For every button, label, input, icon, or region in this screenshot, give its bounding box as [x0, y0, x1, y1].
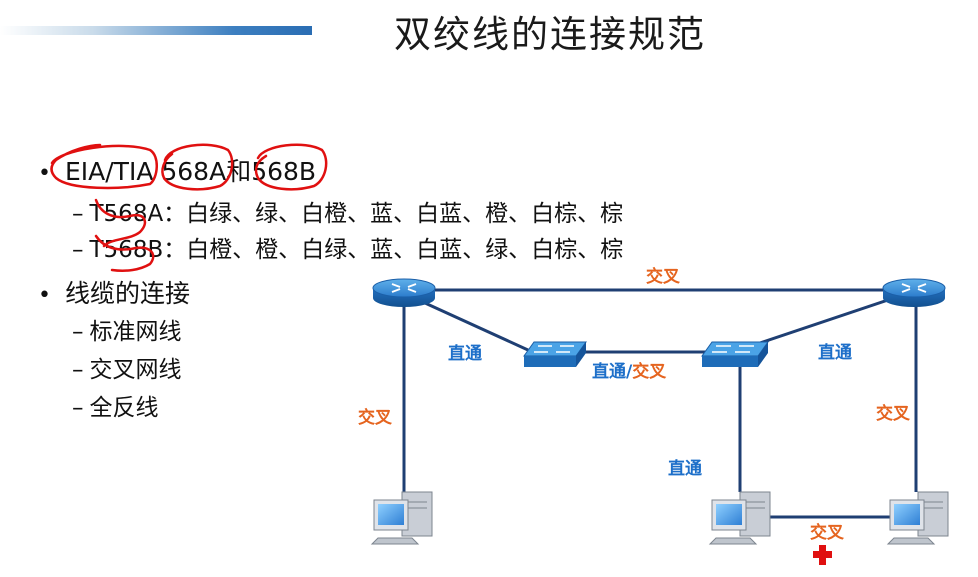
sub-item-crossover-cable: –交叉网线 — [72, 357, 182, 383]
sub-item-text: T568B：白橙、橙、白绿、蓝、白蓝、绿、白棕、棕 — [89, 237, 624, 263]
label-router-router: 交叉 — [646, 266, 681, 287]
sub-item-straight-cable: –标准网线 — [72, 319, 182, 345]
label-switch-pc: 直通 — [668, 458, 702, 479]
pc-icon — [886, 491, 949, 545]
sub-item-text: 全反线 — [89, 395, 159, 421]
slide-title: 双绞线的连接规范 — [394, 13, 706, 56]
link-router-left-switch — [424, 301, 529, 352]
bullet-text: 线缆的连接 — [64, 279, 190, 308]
pc-icon — [708, 491, 771, 545]
sub-item-text: 标准网线 — [89, 319, 182, 345]
sub-item-t568a: –T568A：白绿、绿、白橙、蓝、白蓝、橙、白棕、棕 — [72, 201, 624, 227]
label-switch-router: 直通 — [818, 342, 852, 363]
router-icon — [372, 278, 436, 307]
sub-item-text: T568A：白绿、绿、白橙、蓝、白蓝、橙、白棕、棕 — [89, 201, 624, 227]
bullet-dot-icon: • — [38, 283, 51, 308]
title-accent-bar — [0, 26, 312, 35]
label-pc-pc: 交叉 — [810, 522, 845, 543]
label-switch-switch: 直通/交叉 — [592, 361, 667, 382]
sub-item-rollover-cable: –全反线 — [72, 395, 159, 421]
bullet-item-cabling: • 线缆的连接 — [38, 274, 190, 310]
label-router-left-pc: 交叉 — [358, 407, 393, 428]
pc-icon — [370, 491, 433, 545]
label-router-right-pc: 交叉 — [876, 403, 911, 424]
link-switch-router-right — [759, 296, 895, 345]
link-lines — [402, 288, 918, 519]
sub-item-t568b: –T568B：白橙、橙、白绿、蓝、白蓝、绿、白棕、棕 — [72, 237, 624, 263]
label-router-switch: 直通 — [448, 343, 482, 364]
red-cross-icon — [813, 545, 832, 565]
switch-icon — [523, 341, 587, 367]
bullet-dot-icon: • — [38, 161, 51, 186]
router-icon — [882, 278, 946, 307]
switch-icon — [701, 341, 769, 367]
sub-item-text: 交叉网线 — [89, 357, 182, 383]
